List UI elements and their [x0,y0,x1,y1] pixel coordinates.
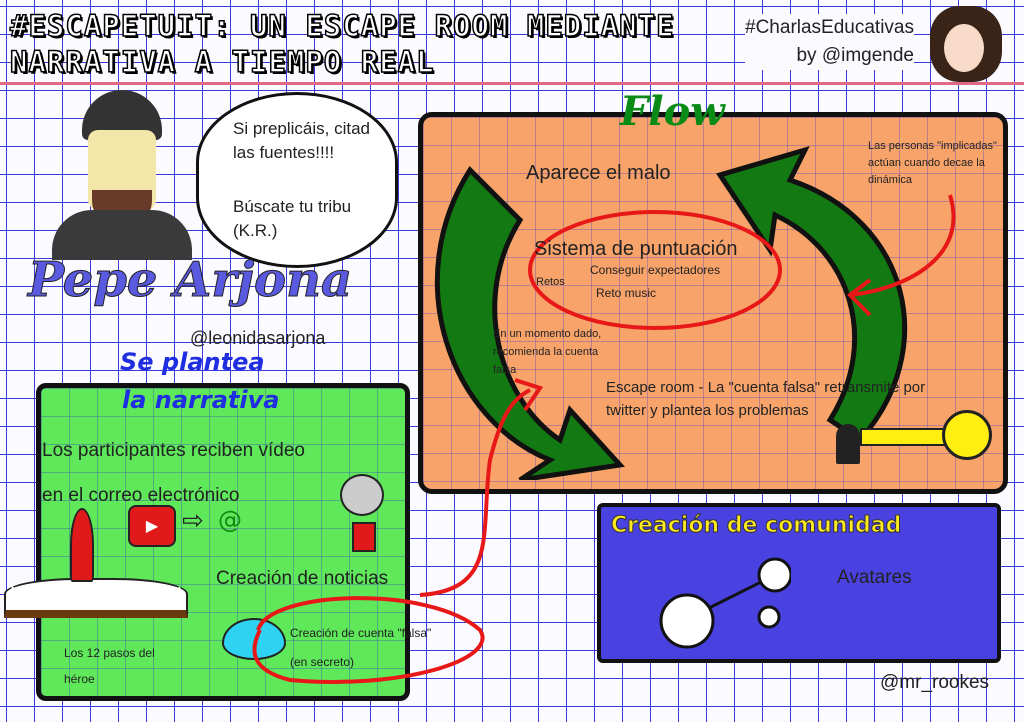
comunidad-avatares: Avatares [837,567,912,588]
narrativa-pasos: Los 12 pasos del héroe [64,646,155,686]
margin-line [0,82,1024,85]
flow-escape: Escape room - La "cuenta falsa" retransm… [606,379,926,419]
narrativa-noticias: Creación de noticias [216,568,389,589]
flow-personas: Las personas "implicadas" actúan cuando … [868,140,997,186]
cycle-arrows [435,145,956,480]
flow-reto-music: Reto music [596,286,657,300]
flow-title: Flow [620,88,725,135]
flow-retos: Retos [536,276,565,288]
youtube-icon: ▶ [128,505,176,547]
red-arrow-personas [846,194,956,317]
narrativa-heading-2: la narrativa [122,386,280,414]
flow-sistema: Sistema de puntuación [534,238,738,260]
flow-momento: En un momento dado, recomienda la cuenta… [493,328,602,376]
quill-icon [70,508,94,582]
speaker-handle: @leonidasarjona [190,328,326,348]
speaker-portrait [52,90,192,260]
book-icon [4,578,188,618]
email-at-icon: @ [218,506,242,534]
narrativa-secreto: (en secreto) [290,655,355,669]
avatar-network-icon [659,557,791,649]
flow-conseguir: Conseguir expectadores [590,263,721,277]
flow-aparece: Aparece el malo [526,162,671,184]
illustrator-credit: @mr_rookes [880,672,990,693]
key-icon [836,410,992,464]
arrow-right [716,145,907,444]
red-connector [252,378,544,684]
author-avatar [930,6,1002,82]
narrativa-participantes: Los participantes reciben vídeo en el co… [42,440,305,506]
speaker-name: Pepe Arjona [27,252,353,309]
reporter-icon [330,474,390,564]
arrow-to-email-icon: ⇨ [182,506,204,536]
narrativa-cuenta: Creación de cuenta "falsa" [290,626,432,640]
score-circle [528,210,782,330]
speech-bubble: Si preplicáis, citad las fuentes!!!! Bús… [196,92,398,268]
comunidad-panel: Creación de comunidad Avatares [597,503,1001,663]
arrow-left [435,166,625,480]
comunidad-title: Creación de comunidad [610,513,902,539]
narrativa-heading-1: Se plantea [120,348,265,376]
